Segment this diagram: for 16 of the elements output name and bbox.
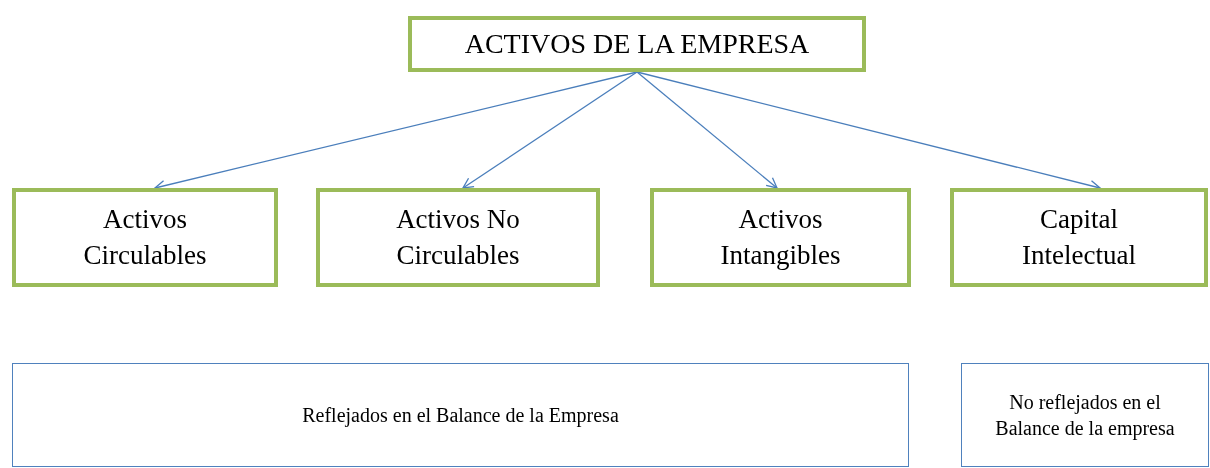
category-box (12, 188, 278, 287)
note-box (961, 363, 1209, 467)
box-label: Activos Circulables (82, 203, 208, 272)
box-label: Activos No Circulables (395, 203, 521, 272)
box-label: Activos Intangibles (719, 203, 842, 272)
note-box (12, 363, 909, 467)
arrow (462, 71, 638, 189)
box-label: Reflejados en el Balance de la Empresa (301, 403, 620, 428)
arrow (636, 71, 778, 189)
box-label: Capital Intelectual (1021, 203, 1137, 272)
category-box (316, 188, 600, 287)
box-label: No reflejados en el Balance de la empresa (994, 390, 1176, 441)
title-text: ACTIVOS DE LA EMPRESA (463, 28, 811, 60)
category-box (950, 188, 1208, 287)
title-box (408, 16, 866, 72)
category-box (650, 188, 911, 287)
